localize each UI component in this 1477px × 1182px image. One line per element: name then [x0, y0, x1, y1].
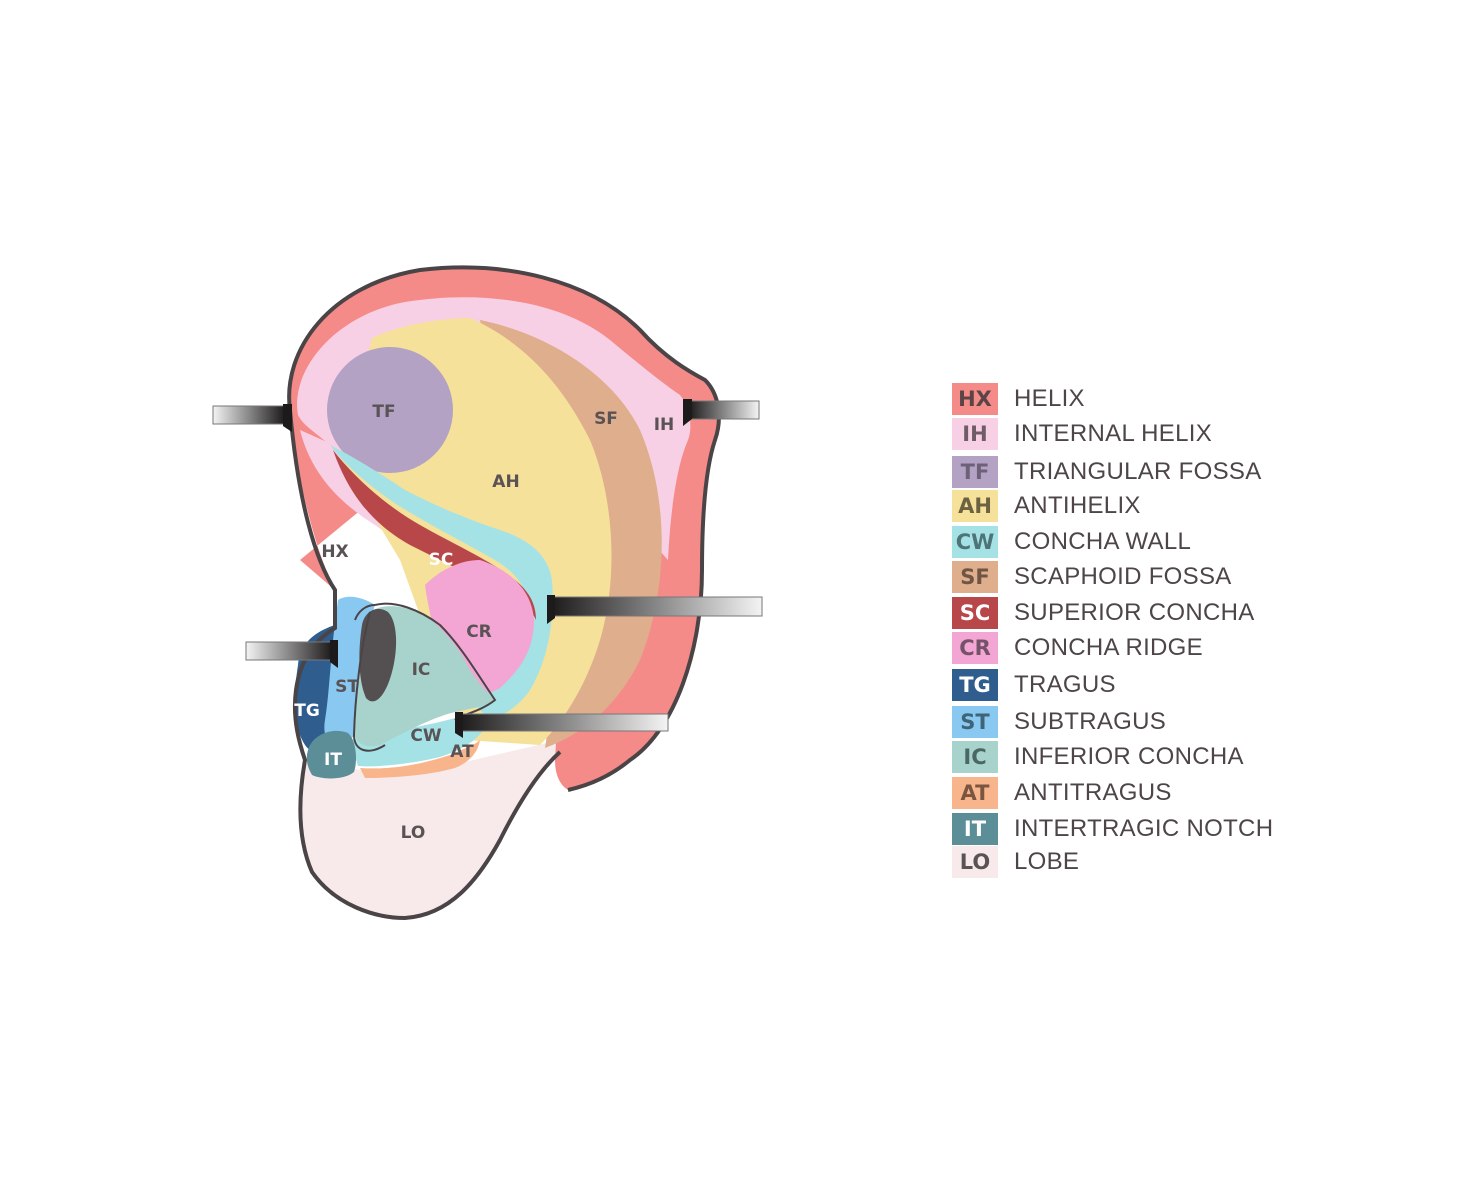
ear-canal [359, 608, 397, 702]
label-it: IT [324, 750, 342, 770]
legend-item-subtragus: ST SUBTRAGUS [952, 706, 1166, 738]
probe-left [245, 640, 338, 668]
legend-item-concha-wall: CW CONCHA WALL [952, 526, 1191, 558]
legend-swatch: HX [952, 383, 998, 415]
legend-swatch: IH [952, 418, 998, 450]
legend-label: SUBTRAGUS [1014, 708, 1167, 735]
legend-swatch: IT [952, 813, 998, 845]
legend-swatch: AH [952, 490, 998, 522]
legend-item-lobe: LO LOBE [952, 846, 1079, 878]
region-labels: TF AH SF IH HX SC CR IC ST TG CW AT IT L… [294, 402, 674, 843]
legend-label: SUPERIOR CONCHA [1014, 599, 1255, 626]
label-hx: HX [321, 542, 348, 562]
legend-label: LOBE [1014, 848, 1080, 875]
legend-item-antitragus: AT ANTITRAGUS [952, 777, 1172, 809]
label-cr: CR [466, 622, 492, 642]
label-tg: TG [294, 701, 320, 721]
label-tf: TF [372, 402, 395, 422]
legend-item-superior-concha: SC SUPERIOR CONCHA [952, 597, 1255, 629]
label-lo: LO [401, 823, 426, 843]
region-lobe [300, 740, 560, 918]
legend-item-internal-helix: IH INTERNAL HELIX [952, 418, 1212, 450]
probe-upper-right [683, 399, 760, 426]
legend-swatch: TF [952, 456, 998, 488]
legend-label: INTERTRAGIC NOTCH [1014, 815, 1274, 842]
legend-label: CONCHA RIDGE [1014, 634, 1203, 661]
legend-swatch: CR [952, 632, 998, 664]
legend-item-helix: HX HELIX [952, 383, 1085, 415]
label-ih: IH [654, 415, 675, 435]
legend-item-inferior-concha: IC INFERIOR CONCHA [952, 741, 1244, 773]
legend-item-intertragic-notch: IT INTERTRAGIC NOTCH [952, 813, 1273, 845]
label-sf: SF [594, 409, 618, 429]
legend-label: TRAGUS [1014, 671, 1116, 698]
label-ah: AH [492, 472, 519, 492]
legend-swatch: SF [952, 561, 998, 593]
label-sc: SC [429, 550, 454, 570]
legend-swatch: IC [952, 741, 998, 773]
ear-outline [287, 265, 721, 921]
legend-label: ANTITRAGUS [1014, 779, 1172, 806]
region-antitragus [360, 740, 480, 778]
label-st: ST [335, 677, 359, 697]
region-intertragic-notch [306, 730, 356, 779]
legend-swatch: ST [952, 706, 998, 738]
legend-label: HELIX [1014, 385, 1085, 412]
legend-item-triangular-fossa: TF TRIANGULAR FOSSA [952, 456, 1262, 488]
legend-label: TRIANGULAR FOSSA [1014, 458, 1262, 485]
legend-label: INFERIOR CONCHA [1014, 743, 1244, 770]
legend-item-tragus: TG TRAGUS [952, 669, 1116, 701]
label-cw: CW [410, 726, 441, 746]
legend-swatch: SC [952, 597, 998, 629]
legend-label: SCAPHOID FOSSA [1014, 563, 1232, 590]
inner-outlines [352, 602, 497, 752]
label-at: AT [450, 742, 474, 762]
probe-middle-right [547, 595, 763, 624]
legend-item-antihelix: AH ANTIHELIX [952, 490, 1141, 522]
legend-swatch: TG [952, 669, 998, 701]
legend-swatch: LO [952, 846, 998, 878]
legend-label: CONCHA WALL [1014, 528, 1192, 555]
legend-label: INTERNAL HELIX [1014, 420, 1213, 447]
legend-item-concha-ridge: CR CONCHA RIDGE [952, 632, 1203, 664]
probe-lower-right [455, 712, 669, 738]
legend-swatch: AT [952, 777, 998, 809]
region-triangular-fossa [327, 347, 453, 473]
probe-bars [212, 399, 763, 738]
legend-swatch: CW [952, 526, 998, 558]
probe-upper-left [212, 404, 292, 432]
legend-item-scaphoid-fossa: SF SCAPHOID FOSSA [952, 561, 1232, 593]
legend-label: ANTIHELIX [1014, 492, 1141, 519]
label-ic: IC [412, 660, 431, 680]
